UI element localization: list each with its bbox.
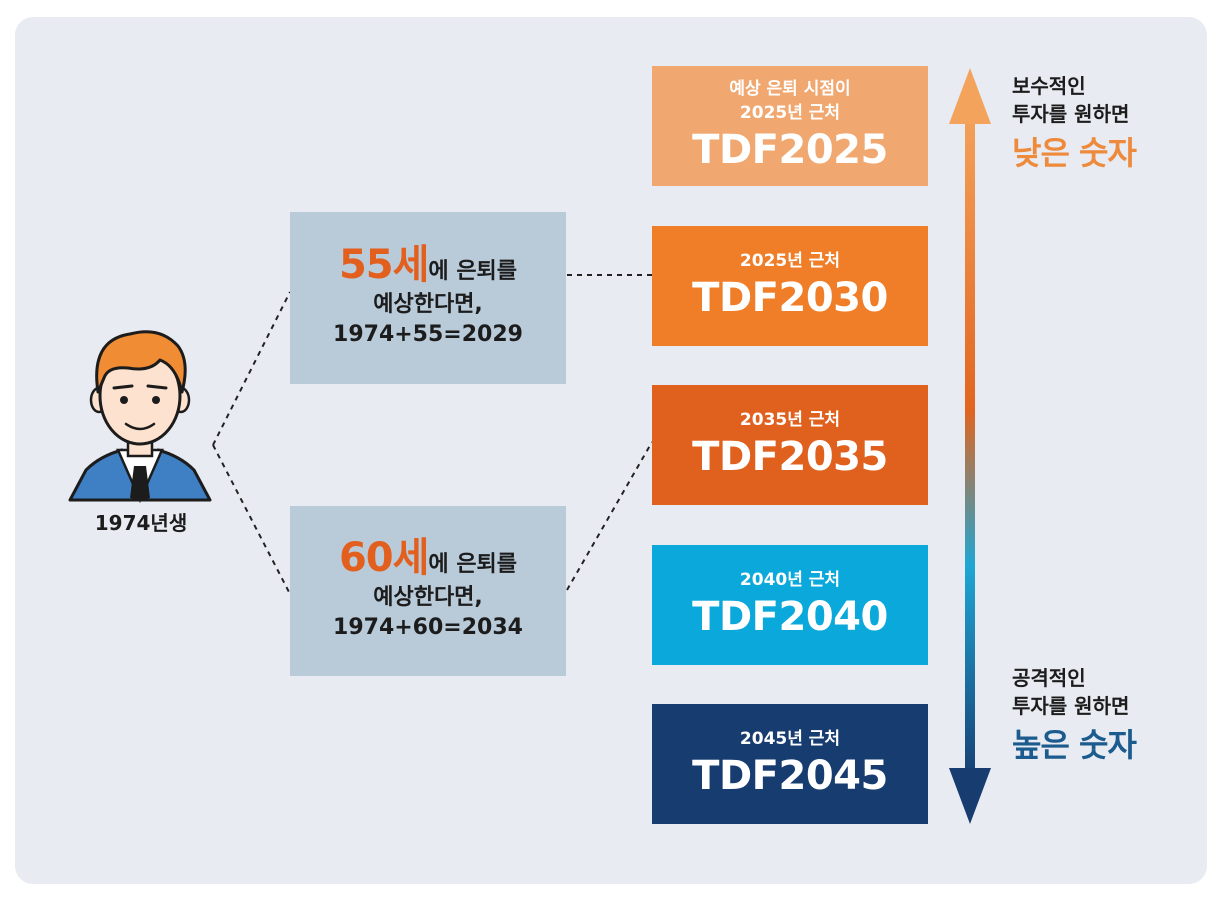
person-birth-year-label: 1974년생 bbox=[94, 511, 188, 535]
scenario-line2: 예상한다면, bbox=[373, 584, 483, 610]
fund-name: TDF2030 bbox=[692, 275, 888, 321]
scenario-formula: 1974+55=2029 bbox=[333, 321, 523, 347]
retirement-age: 60세 bbox=[338, 534, 429, 581]
fund-box-tdf2035: 2035년 근처 TDF2035 bbox=[652, 385, 928, 505]
fund-subtitle: 2025년 근처 bbox=[739, 251, 841, 271]
conservative-line2: 투자를 원하면 bbox=[1012, 102, 1130, 126]
fund-name: TDF2045 bbox=[692, 753, 888, 799]
scenario-box-60: 60세에 은퇴를 예상한다면, 1974+60=2034 bbox=[290, 506, 566, 676]
fund-subtitle: 2045년 근처 bbox=[739, 729, 841, 749]
fund-box-tdf2025: 예상 은퇴 시점이 2025년 근처 TDF2025 bbox=[652, 66, 928, 186]
risk-double-arrow bbox=[949, 68, 991, 824]
aggressive-line2: 투자를 원하면 bbox=[1012, 694, 1130, 718]
diagram-panel bbox=[15, 17, 1207, 884]
scenario-line1: 55세에 은퇴를 bbox=[339, 245, 518, 290]
aggressive-highlight: 높은 숫자 bbox=[1012, 726, 1137, 764]
fund-box-tdf2040: 2040년 근처 TDF2040 bbox=[652, 545, 928, 665]
fund-box-tdf2045: 2045년 근처 TDF2045 bbox=[652, 704, 928, 824]
fund-subtitle: 예상 은퇴 시점이 bbox=[729, 79, 851, 99]
retirement-age: 55세 bbox=[338, 241, 429, 288]
fund-subtitle: 2035년 근처 bbox=[739, 410, 841, 430]
scenario-line1: 60세에 은퇴를 bbox=[339, 538, 518, 583]
conservative-highlight: 낮은 숫자 bbox=[1012, 134, 1137, 172]
fund-subtitle: 2025년 근처 bbox=[739, 103, 841, 123]
fund-subtitle: 2040년 근처 bbox=[739, 570, 841, 590]
connector-person-to-55 bbox=[212, 291, 291, 446]
aggressive-line1: 공격적인 bbox=[1012, 666, 1086, 690]
connector-person-to-60 bbox=[212, 444, 291, 595]
person-avatar-icon bbox=[68, 330, 212, 504]
fund-name: TDF2035 bbox=[692, 434, 888, 480]
scenario-line2: 예상한다면, bbox=[373, 291, 483, 317]
fund-box-tdf2030: 2025년 근처 TDF2030 bbox=[652, 226, 928, 346]
aggressive-label: 공격적인 투자를 원하면 높은 숫자 bbox=[1012, 664, 1137, 770]
fund-name: TDF2040 bbox=[692, 594, 888, 640]
scenario-line1-suffix: 에 은퇴를 bbox=[428, 258, 518, 284]
conservative-line1: 보수적인 bbox=[1012, 74, 1086, 98]
scenario-line1-suffix: 에 은퇴를 bbox=[428, 551, 518, 577]
scenario-box-55: 55세에 은퇴를 예상한다면, 1974+55=2029 bbox=[290, 212, 566, 384]
conservative-label: 보수적인 투자를 원하면 낮은 숫자 bbox=[1012, 72, 1137, 178]
scenario-formula: 1974+60=2034 bbox=[333, 614, 523, 640]
connector-60-to-tdf2035 bbox=[566, 441, 653, 591]
fund-name: TDF2025 bbox=[692, 127, 888, 173]
